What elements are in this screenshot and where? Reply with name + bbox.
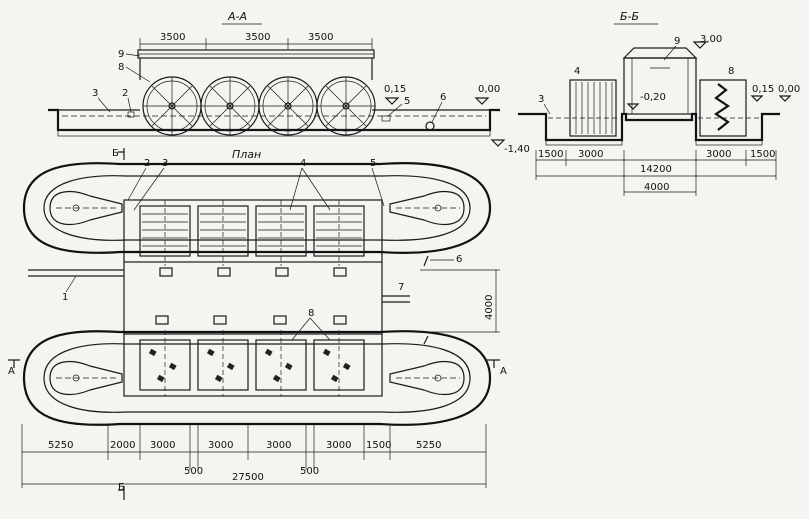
section-aa-title: А-А	[227, 10, 247, 23]
plan-label-2: 2	[144, 158, 150, 169]
plan-mark-b-top: Б	[112, 148, 119, 159]
section-bb-title: Б-Б	[620, 10, 639, 23]
plan-dim-3: 3000	[150, 440, 175, 451]
aa-label-3: 3	[92, 88, 98, 99]
plan-view: План	[8, 148, 507, 500]
aa-label-2: 2	[122, 88, 128, 99]
aa-label-5: 5	[404, 96, 410, 107]
plan-side-dim: 4000	[484, 295, 495, 320]
bb-dim-1: 1500	[538, 149, 563, 160]
plan-mark-a-left: А	[8, 366, 15, 377]
bb-dim-2: 3000	[578, 149, 603, 160]
plan-label-1: 1	[62, 292, 68, 303]
plan-dim-4: 3000	[208, 440, 233, 451]
plan-label-8: 8	[308, 308, 314, 319]
plan-small-dim-1: 500	[184, 466, 203, 477]
wheel-2	[200, 76, 260, 136]
bb-label-3: 3	[538, 94, 544, 105]
plan-dim-1: 5250	[48, 440, 73, 451]
wheel-1	[142, 76, 202, 136]
plan-label-3: 3	[162, 158, 168, 169]
bb-dim-3: 3000	[706, 149, 731, 160]
wheel-4	[316, 76, 376, 136]
plan-total: 27500	[232, 472, 264, 483]
bb-dim-4: 1500	[750, 149, 775, 160]
bb-elev-right1: 0,15	[752, 84, 774, 95]
top-drums	[123, 199, 383, 277]
section-aa: А-А 3500 3500 3500	[48, 10, 530, 155]
aa-dim-2: 3500	[245, 32, 270, 43]
plan-title: План	[232, 148, 261, 161]
bb-label-9: 9	[674, 36, 680, 47]
plan-label-4: 4	[300, 158, 306, 169]
bb-elev-center: -0,20	[640, 92, 666, 103]
plan-dim-5: 3000	[266, 440, 291, 451]
bb-center-dim: 4000	[644, 182, 669, 193]
bb-label-8: 8	[728, 66, 734, 77]
plan-small-dim-2: 500	[300, 466, 319, 477]
aa-elev-left: 0,15	[384, 84, 406, 95]
plan-label-7: 7	[398, 282, 404, 293]
bottom-drums	[123, 315, 383, 397]
aa-dim-1: 3500	[160, 32, 185, 43]
aa-label-8: 8	[118, 62, 124, 73]
aa-label-9: 9	[118, 49, 124, 60]
bb-total: 14200	[640, 164, 672, 175]
plan-dim-chain: 5250 2000 3000 3000 3000 3000 1500 5250 …	[21, 424, 487, 488]
plan-dim-8: 5250	[416, 440, 441, 451]
plan-label-5: 5	[370, 158, 376, 169]
bb-elev-top: 3,00	[700, 34, 722, 45]
plan-dim-7: 1500	[366, 440, 391, 451]
plan-dim-2: 2000	[110, 440, 135, 451]
aa-elev-right: 0,00	[478, 84, 500, 95]
aeration-wheels	[142, 76, 376, 136]
plan-mark-a-right: А	[500, 366, 507, 377]
plan-dim-6: 3000	[326, 440, 351, 451]
plan-mark-b-bottom: Б	[118, 482, 125, 493]
aa-label-6: 6	[440, 92, 446, 103]
section-bb: Б-Б 9 3,00 4 8 3	[518, 10, 800, 196]
aa-dim-3: 3500	[308, 32, 333, 43]
bb-elev-right2: 0,00	[778, 84, 800, 95]
wheel-3	[258, 76, 318, 136]
plan-label-6: 6	[456, 254, 462, 265]
aa-elev-bottom: -1,40	[504, 144, 530, 155]
bb-label-4: 4	[574, 66, 580, 77]
